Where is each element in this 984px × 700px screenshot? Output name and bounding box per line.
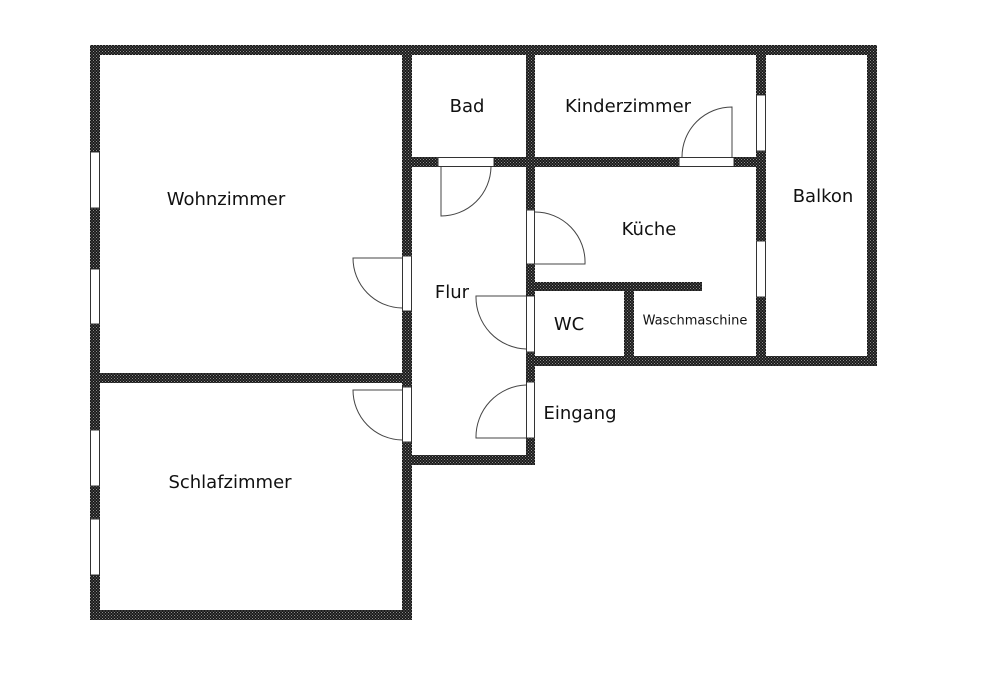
wall-wohn-schlaf: [90, 373, 412, 383]
door-opening-wc: [526, 295, 535, 353]
window-balkon-2: [756, 240, 766, 298]
wall-top: [90, 45, 877, 55]
wall-bottom-east: [526, 356, 877, 366]
label-wc: WC: [554, 314, 584, 335]
wall-bad-kinder: [526, 45, 535, 167]
room-labels: Wohnzimmer Bad Kinderzimmer Balkon Küche…: [167, 96, 854, 493]
wall-kinder-balkon: [756, 45, 766, 366]
door-opening-bad: [437, 157, 495, 167]
window-wohnzimmer-2: [90, 268, 100, 325]
label-kinderzimmer: Kinderzimmer: [565, 96, 692, 117]
wall-flur-bottom: [402, 455, 535, 465]
doors: [352, 106, 735, 443]
label-schlafzimmer: Schlafzimmer: [168, 472, 292, 493]
door-wohnzimmer: [352, 257, 403, 309]
label-wohnzimmer: Wohnzimmer: [167, 189, 286, 210]
wall-wohnzimmer-flur: [402, 45, 412, 620]
window-schlafzimmer-2: [90, 518, 100, 576]
wall-right: [867, 45, 877, 366]
door-wc: [475, 295, 527, 350]
label-kueche: Küche: [622, 219, 677, 240]
door-schlafzimmer: [352, 389, 403, 441]
door-bad: [440, 166, 492, 217]
label-waschmaschine: Waschmaschine: [643, 314, 748, 329]
label-bad: Bad: [450, 96, 485, 117]
wall-kueche-inner: [535, 282, 702, 291]
door-opening-kinderzimmer: [678, 157, 735, 167]
wall-bottom-schlafzimmer: [90, 610, 412, 620]
door-opening-schlafzimmer: [402, 386, 412, 443]
wall-below-bad-kinder: [402, 157, 766, 167]
door-eingang: [475, 384, 527, 439]
wall-left: [90, 45, 100, 620]
door-kinderzimmer: [681, 106, 733, 158]
label-eingang: Eingang: [543, 403, 616, 424]
door-opening-wohnzimmer: [402, 255, 412, 312]
window-wohnzimmer-1: [90, 151, 100, 209]
window-schlafzimmer-1: [90, 429, 100, 487]
door-opening-kueche: [526, 209, 535, 265]
door-opening-eingang: [526, 381, 535, 439]
label-balkon: Balkon: [793, 186, 854, 207]
label-flur: Flur: [435, 282, 470, 303]
window-balkon-1: [756, 94, 766, 152]
wall-wc-wasch: [624, 282, 634, 362]
door-kueche: [534, 211, 586, 265]
windows: [90, 94, 766, 576]
